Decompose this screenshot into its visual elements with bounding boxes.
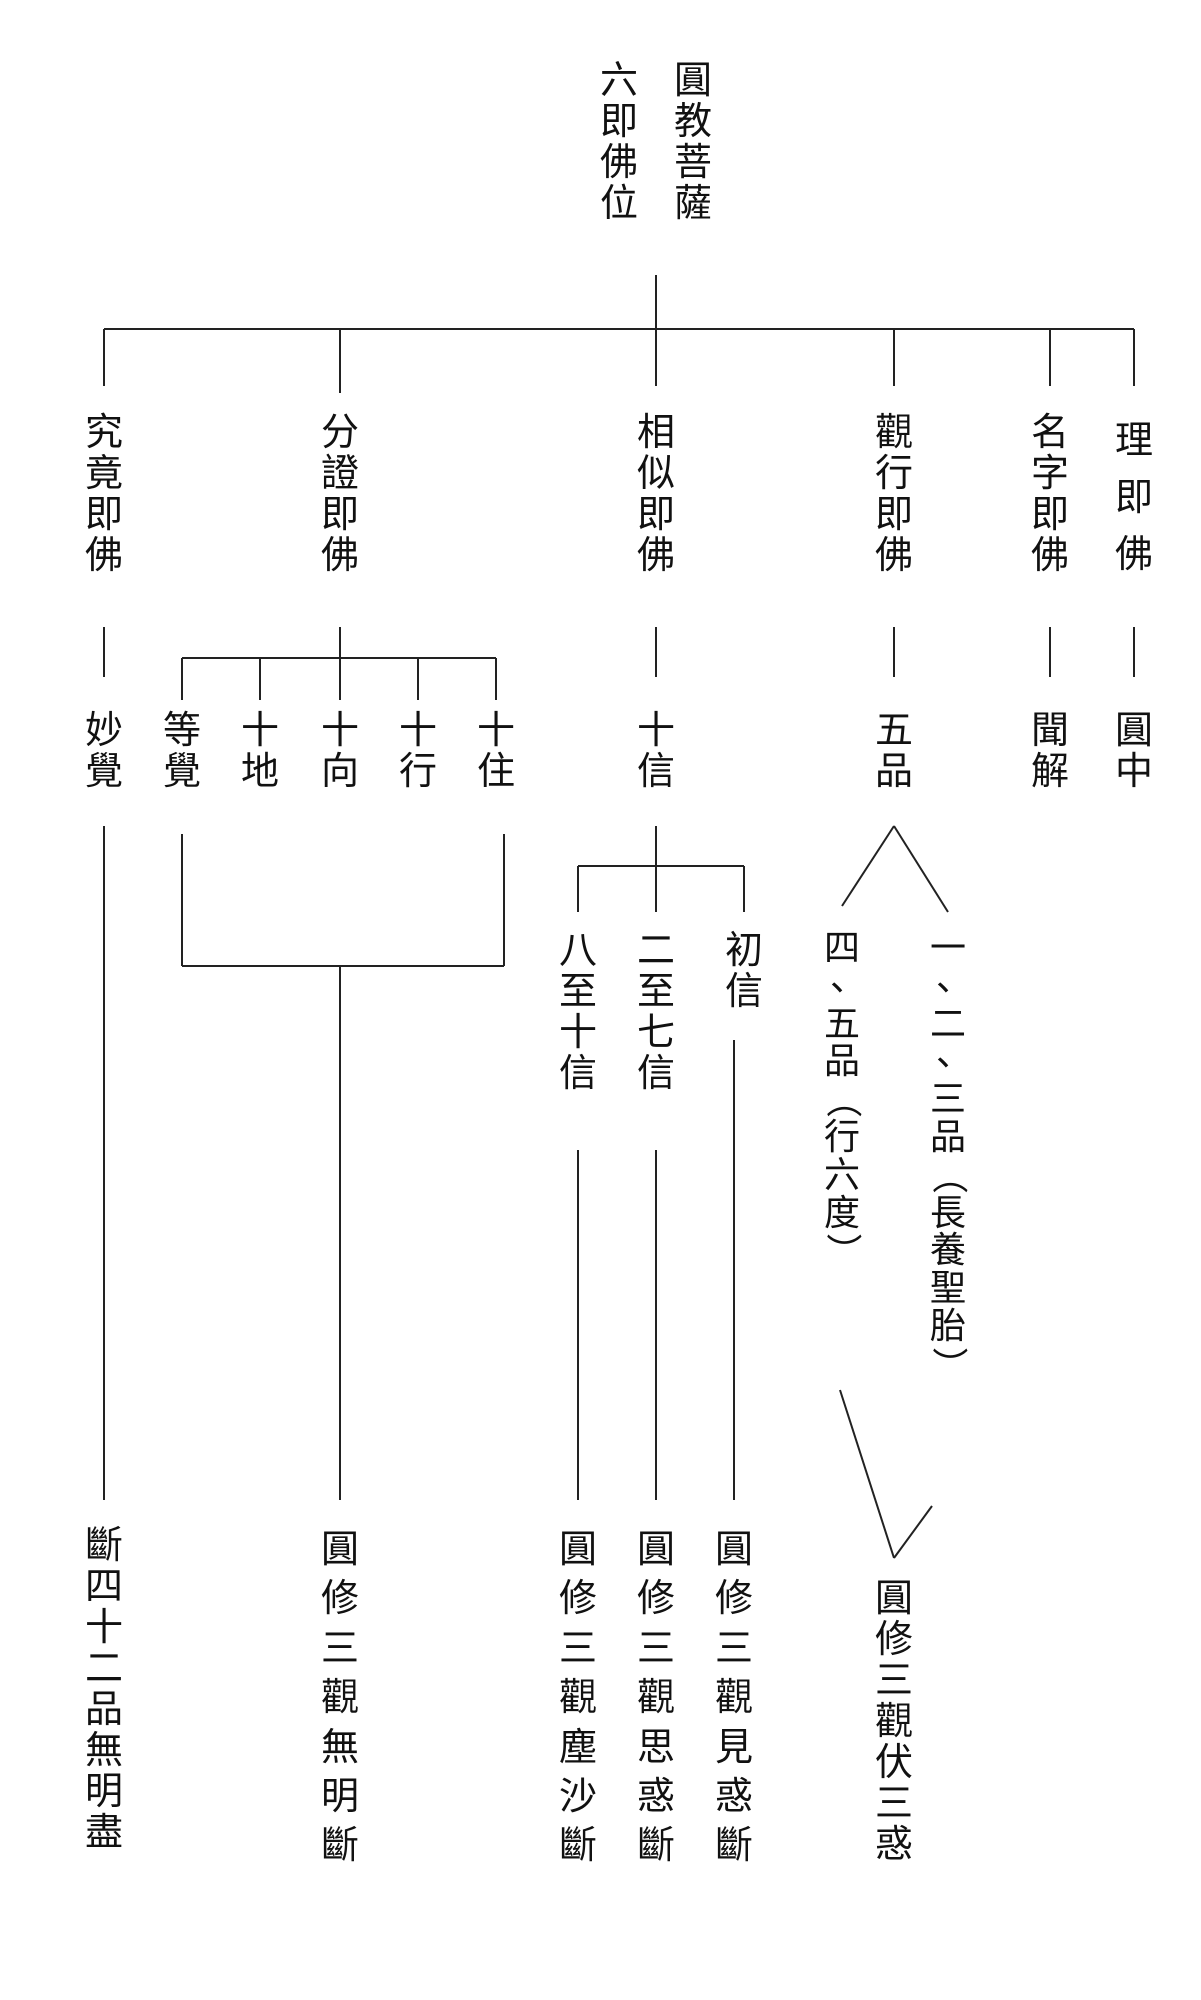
xiangsi-sub-b: 二至七信 [634,928,678,1096]
stage-mingzi: 名字即佛 [1028,410,1072,578]
level-fenzheng-shixiang: 十向 [318,708,362,794]
level-shixiang-text: 十向 [320,708,359,794]
result-jiujing-text: 斷四十二品無明盡 [84,1523,123,1855]
xiangsi-sub-b-text: 二至七信 [636,928,675,1096]
level-mingzi-text: 聞解 [1030,708,1069,794]
result-xiangsi-a-text: 圓修三觀見惑斷 [714,1527,753,1868]
level-li-text: 圓中 [1114,708,1153,794]
level-fenzheng-shidi: 十地 [238,708,282,794]
title-col-liujifo: 六即佛位 [597,58,641,226]
level-xiangsi: 十信 [634,708,678,794]
level-li: 圓中 [1112,708,1156,794]
result-xiangsi-b-text: 圓修三觀思惑斷 [636,1527,675,1868]
connector [841,825,895,907]
guanxing-sub-b-text: 四、五品（行六度） [821,928,866,1270]
level-guanxing-text: 五品 [874,708,913,794]
xiangsi-sub-c-text: 八至十信 [558,928,597,1096]
result-guanxing-text: 圓修三觀伏三惑 [874,1576,913,1867]
level-xiangsi-text: 十信 [636,708,675,794]
stage-mingzi-text: 名字即佛 [1030,410,1069,578]
stage-jiujing-text: 究竟即佛 [84,410,123,578]
level-dengjue-text: 等覺 [162,708,201,794]
level-jiujing: 妙覺 [82,708,126,794]
title-yuanjiao-text: 圓教菩薩 [673,58,712,226]
result-xiangsi-c-text: 圓修三觀塵沙斷 [558,1527,597,1868]
level-jiujing-text: 妙覺 [84,708,123,794]
connector [893,825,949,913]
result-jiujing: 斷四十二品無明盡 [82,1523,126,1855]
stage-fenzheng-text: 分證即佛 [320,410,359,578]
result-fenzheng-text: 圓修三觀無明斷 [320,1527,359,1868]
result-fenzheng: 圓修三觀無明斷 [318,1525,362,1871]
stage-xiangsi: 相似即佛 [634,410,678,578]
guanxing-sub-a-text: 一、二、三品（長養聖胎） [927,928,972,1383]
xiangsi-sub-a-text: 初信 [724,928,763,1014]
xiangsi-sub-c: 八至十信 [556,928,600,1096]
level-fenzheng-shizhu: 十住 [474,708,518,794]
stage-guanxing-text: 觀行即佛 [874,410,913,578]
stage-xiangsi-text: 相似即佛 [636,410,675,578]
stage-li-text: 理即佛 [1114,418,1153,576]
stage-jiujing: 究竟即佛 [82,410,126,578]
level-shidi-text: 十地 [240,708,279,794]
stage-li: 理即佛 [1112,412,1156,583]
result-guanxing: 圓修三觀伏三惑 [872,1576,916,1867]
connector [839,1389,895,1559]
result-xiangsi-b: 圓修三觀思惑斷 [634,1525,678,1871]
connector [893,1505,933,1559]
stage-fenzheng: 分證即佛 [318,410,362,578]
result-xiangsi-a: 圓修三觀見惑斷 [712,1525,756,1871]
title-liujifo-text: 六即佛位 [599,58,638,226]
level-fenzheng-dengjue: 等覺 [160,708,204,794]
level-shixing-text: 十行 [398,708,437,794]
level-mingzi: 聞解 [1028,708,1072,794]
xiangsi-sub-a: 初信 [722,928,766,1014]
level-fenzheng-shixing: 十行 [396,708,440,794]
level-guanxing: 五品 [872,708,916,794]
guanxing-sub-a: 一、二、三品（長養聖胎） [926,928,972,1384]
result-xiangsi-c: 圓修三觀塵沙斷 [556,1525,600,1871]
title-col-yuanjiao: 圓教菩薩 [671,58,715,226]
guanxing-sub-b: 四、五品（行六度） [820,928,866,1270]
level-shizhu-text: 十住 [476,708,515,794]
stage-guanxing: 觀行即佛 [872,410,916,578]
